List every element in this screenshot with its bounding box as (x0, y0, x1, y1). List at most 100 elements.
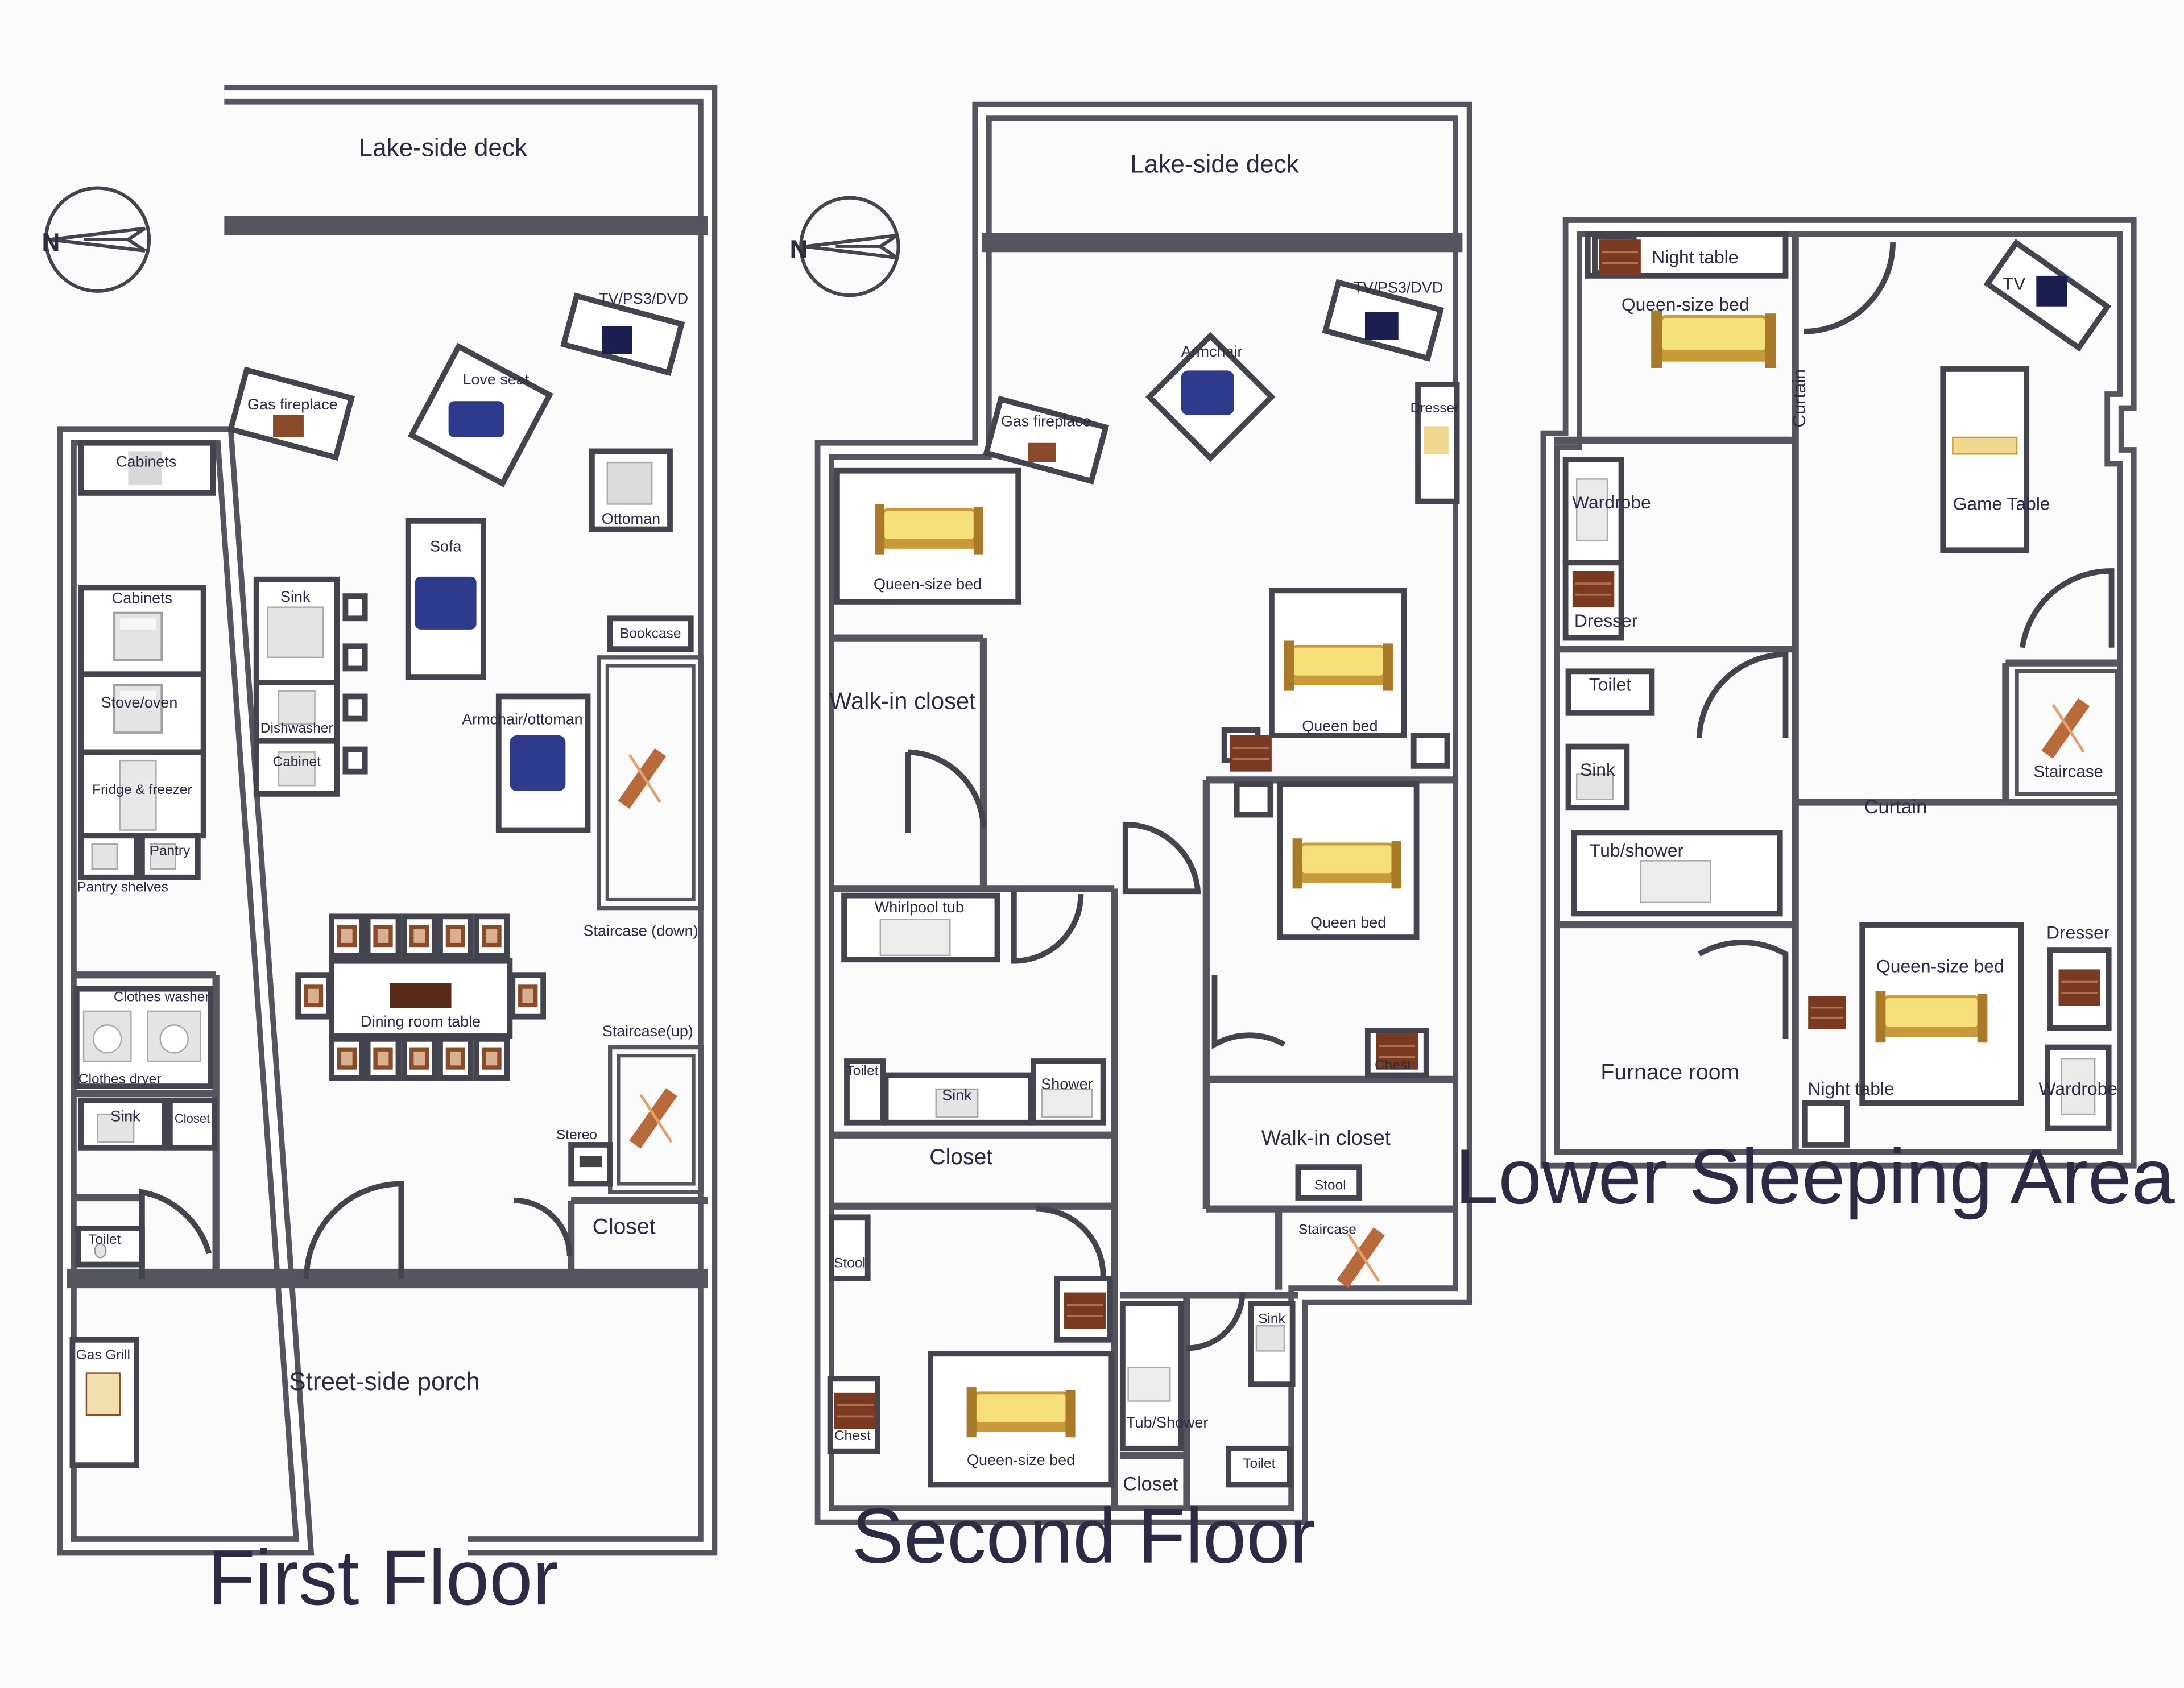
bath-sink-label: Sink (110, 1107, 140, 1124)
wardrobe-label-1: Wardrobe (1572, 492, 1651, 512)
compass-n-2: N (790, 235, 808, 263)
dresser-icon (1423, 426, 1449, 454)
title-lower-sleeping: Lower Sleeping Area (1455, 1133, 2175, 1221)
armchair-2: Armchair (1145, 332, 1276, 462)
wardrobe-icon (2061, 1057, 2096, 1115)
tub-shower-2: Tub/Shower (1119, 1301, 1208, 1451)
fireplace-icon (1028, 442, 1056, 463)
night-table-label-2: Night table (1808, 1078, 1895, 1099)
kitchen-counter: Cabinets Stove/oven Fridge & freezer (78, 585, 206, 839)
tub-shower-lower: Tub/shower (1571, 830, 1783, 917)
bath-sink: Sink (78, 1097, 167, 1151)
wardrobe-2: Wardrobe (2038, 1044, 2117, 1131)
curtain-1: Curtain (1789, 369, 1809, 428)
sofa-icon (448, 401, 504, 437)
ottoman-icon (606, 461, 653, 505)
stool-label-1: Stool (1314, 1177, 1346, 1193)
dresser-icon (2057, 968, 2102, 1007)
room-closet-2b: Closet (1123, 1473, 1178, 1495)
wardrobe-1: Wardrobe (1562, 457, 1651, 566)
kitchen-island: Sink Dishwasher Cabinet (253, 576, 368, 797)
pantry-shelves-icon (91, 843, 118, 870)
armchair-icon (1181, 370, 1234, 415)
staircase-2: Staircase (1298, 1222, 1385, 1288)
pantry-icon (150, 843, 176, 870)
toilet-label: Toilet (88, 1232, 121, 1247)
cabinets-top: Cabinets (78, 440, 216, 496)
room-lake-deck: Lake-side deck (359, 134, 528, 162)
bed-icon (1293, 838, 1401, 888)
gas-grill: Gas Grill (69, 1337, 139, 1468)
queen-bed-label-4: Queen-size bed (967, 1451, 1075, 1468)
chest-1: Chest (1364, 1028, 1429, 1078)
tv-icon (602, 326, 632, 354)
sink-icon (97, 1113, 135, 1143)
bed-icon (875, 504, 983, 554)
gas-grill-label: Gas Grill (76, 1347, 130, 1363)
staircase-down-label: Staircase (down) (584, 922, 698, 940)
sink-icon (935, 1088, 979, 1118)
sofa: Sofa (405, 518, 486, 680)
queen-bed-label-lower-2: Queen-size bed (1876, 955, 2004, 976)
night-table-icon (1063, 1291, 1107, 1330)
toilet-2: Toilet (1226, 1445, 1293, 1488)
cabinet-icon (278, 751, 316, 787)
sink-icon (1255, 1325, 1285, 1352)
stool-2: Stool (829, 1214, 871, 1281)
bed-icon (967, 1387, 1076, 1437)
dresser-2: Dresser (1410, 381, 1460, 504)
queen-bed-label-1: Queen-size bed (874, 576, 982, 593)
dryer-label: Clothes dryer (78, 1071, 162, 1087)
room-furnace: Furnace room (1600, 1060, 1739, 1085)
game-table: Game Table (1940, 366, 2050, 553)
tv-icon (1364, 312, 1399, 340)
ottoman-label: Ottoman (602, 510, 660, 527)
shower-label: Shower (1041, 1075, 1093, 1093)
dining-table-label: Dining room table (361, 1013, 481, 1030)
sink-label-lower: Sink (1580, 759, 1615, 780)
toilet-lower: Toilet (1565, 668, 1655, 716)
chest-icon (833, 1392, 878, 1430)
tv: TV/PS3/DVD (560, 290, 688, 377)
cabinet-icon (128, 451, 162, 485)
dishwasher-icon (278, 690, 316, 725)
toilet-label-2b: Toilet (1243, 1456, 1275, 1471)
tv-2: TV/PS3/DVD (1322, 279, 1445, 362)
stereo-icon (579, 1156, 602, 1168)
tv-label: TV/PS3/DVD (599, 290, 688, 307)
bed-icon (1876, 991, 1988, 1042)
night-table-icon (1807, 995, 1847, 1030)
gas-fireplace-label: Gas fireplace (247, 396, 338, 413)
room-walkin-closet-2: Walk-in closet (1261, 1126, 1391, 1149)
stove-label: Stove/oven (101, 694, 178, 711)
cabinets-top-label: Cabinets (116, 453, 176, 470)
room-lake-deck-2: Lake-side deck (1130, 151, 1299, 179)
night-table-2: Night table (1802, 995, 1895, 1148)
chest-label-2: Chest (834, 1428, 871, 1443)
queen-bed-label-2: Queen bed (1302, 718, 1378, 735)
dresser-label-lower-2: Dresser (2046, 922, 2110, 943)
tv-label-2: TV/PS3/DVD (1354, 279, 1443, 296)
washer-label: Clothes washer (114, 990, 210, 1005)
staircase-down: Staircase (down) (584, 655, 704, 940)
bath-fixtures-2: Toilet Sink Shower (844, 1058, 1106, 1126)
laundry: Clothes washer Clothes dryer (73, 986, 213, 1089)
closet-small: Closet (167, 1097, 218, 1151)
fridge-icon (119, 759, 157, 831)
compass-second-floor: N (790, 196, 900, 297)
lower-sleeping-plan: Night table TV Queen-size bed Curtain Wa… (1540, 217, 2137, 1169)
stool-1: Stool (1295, 1164, 1363, 1201)
queen-bed-2: Queen bed (1221, 588, 1450, 773)
bed-icon (1651, 311, 1776, 368)
curtain-2: Curtain (1864, 796, 1927, 818)
sink-2: Sink (1248, 1301, 1296, 1388)
toilet-icon (94, 1243, 107, 1259)
queen-bed-lower-2: Queen-size bed (1859, 922, 2024, 1106)
pantry: Pantry Pantry shelves (77, 833, 201, 895)
gas-fireplace-label-2: Gas fireplace (1001, 412, 1091, 429)
sofa-label: Sofa (430, 538, 461, 555)
tub-icon (879, 919, 951, 957)
wardrobe-icon (1575, 478, 1608, 541)
tub-icon (1127, 1367, 1171, 1402)
night-table-1: Night table (1585, 231, 1789, 279)
